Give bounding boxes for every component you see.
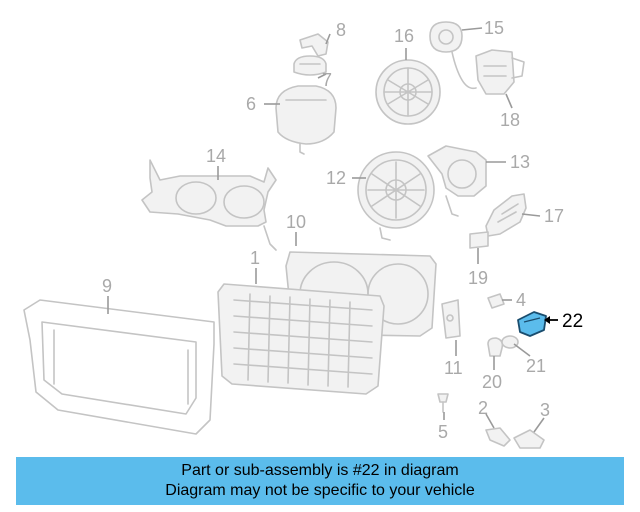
part-17-duct <box>485 193 527 237</box>
callout-6: 6 <box>246 94 256 114</box>
info-banner: Part or sub-assembly is #22 in diagram D… <box>16 457 624 505</box>
part-15-fan-motor <box>429 21 477 90</box>
part-11-bracket <box>441 299 461 339</box>
callout-18: 18 <box>500 110 520 130</box>
callout-15: 15 <box>484 18 504 38</box>
part-14-shroud-bracket <box>141 159 277 251</box>
part-1-radiator <box>217 283 385 395</box>
callout-8: 8 <box>336 20 346 40</box>
callout-10: 10 <box>286 212 306 232</box>
part-16-fan <box>375 59 441 125</box>
part-18-bracket <box>475 49 525 95</box>
callout-22: 22 <box>562 311 583 332</box>
banner-disclaimer-line: Diagram may not be specific to your vehi… <box>165 482 475 499</box>
part-21-grommet <box>501 335 519 349</box>
part-5-bolt <box>437 393 449 413</box>
callout-13: 13 <box>510 152 530 172</box>
callout-3: 3 <box>540 400 550 420</box>
callout-2: 2 <box>478 398 488 418</box>
callout-1: 1 <box>250 248 260 268</box>
part-19-sensor <box>469 231 489 249</box>
part-22-highlighted <box>517 311 547 337</box>
callout-19: 19 <box>468 268 488 288</box>
callout-5: 5 <box>438 422 448 442</box>
part-3-bracket <box>513 429 545 449</box>
callout-14: 14 <box>206 146 226 166</box>
part-4-clip <box>487 293 505 309</box>
part-9-front-frame <box>23 299 215 435</box>
callout-9: 9 <box>102 276 112 296</box>
callout-12: 12 <box>326 168 346 188</box>
part-2-bracket <box>485 427 511 447</box>
part-13-fan-housing <box>427 145 487 217</box>
callout-7: 7 <box>322 70 332 90</box>
callout-17: 17 <box>544 206 564 226</box>
leader-lines <box>107 27 558 433</box>
banner-part-line: Part or sub-assembly is #22 in diagram <box>181 462 459 479</box>
callout-11: 11 <box>444 358 463 378</box>
callout-21: 21 <box>526 356 546 376</box>
part-8-bracket <box>299 33 329 57</box>
part-20-plug <box>487 337 504 357</box>
callout-labels: 8 7 6 16 15 18 14 12 13 17 19 10 1 9 11 … <box>102 18 583 442</box>
part-7-cap <box>293 55 327 76</box>
callout-4: 4 <box>516 290 526 310</box>
part-12-fan <box>357 151 435 241</box>
callout-20: 20 <box>482 372 502 392</box>
part-6-expansion-tank <box>275 85 337 155</box>
parts-diagram: 8 7 6 16 15 18 14 12 13 17 19 10 1 9 11 … <box>23 18 583 449</box>
callout-16: 16 <box>394 26 414 46</box>
